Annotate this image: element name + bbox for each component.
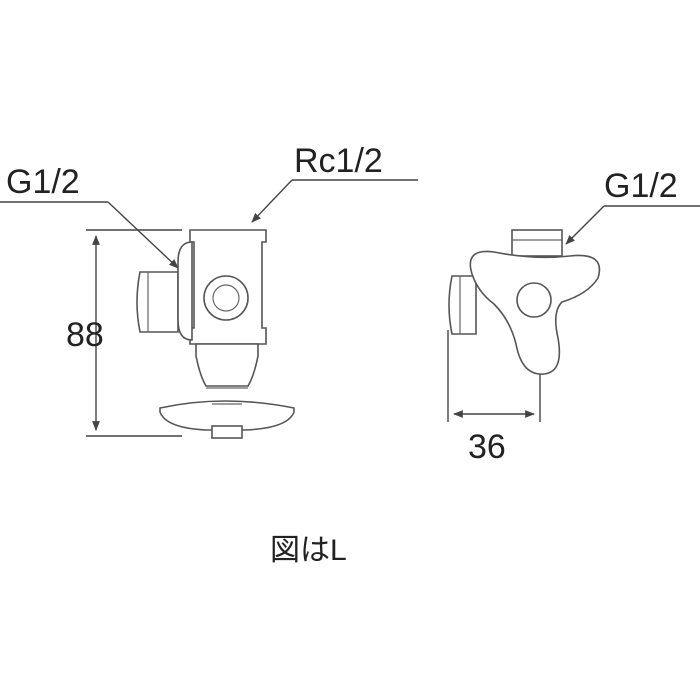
left-port-label: G1/2 xyxy=(6,163,80,201)
top-port-label: Rc1/2 xyxy=(294,142,383,180)
front-view: G1/2 Rc1/2 88 xyxy=(0,142,418,439)
height-dimension-label: 88 xyxy=(66,316,104,354)
height-dimension-lines xyxy=(86,229,182,437)
front-valve-body xyxy=(136,229,295,439)
top-port-leader xyxy=(251,179,418,223)
side-port-label: G1/2 xyxy=(604,167,678,205)
side-view: G1/2 36 xyxy=(447,167,700,466)
width-dimension-label: 36 xyxy=(468,428,506,466)
caption: 図はL xyxy=(270,534,347,567)
width-dimension-lines xyxy=(447,330,541,422)
side-port-leader xyxy=(565,205,700,245)
side-valve-body xyxy=(448,229,601,375)
left-port-leader xyxy=(0,201,179,269)
